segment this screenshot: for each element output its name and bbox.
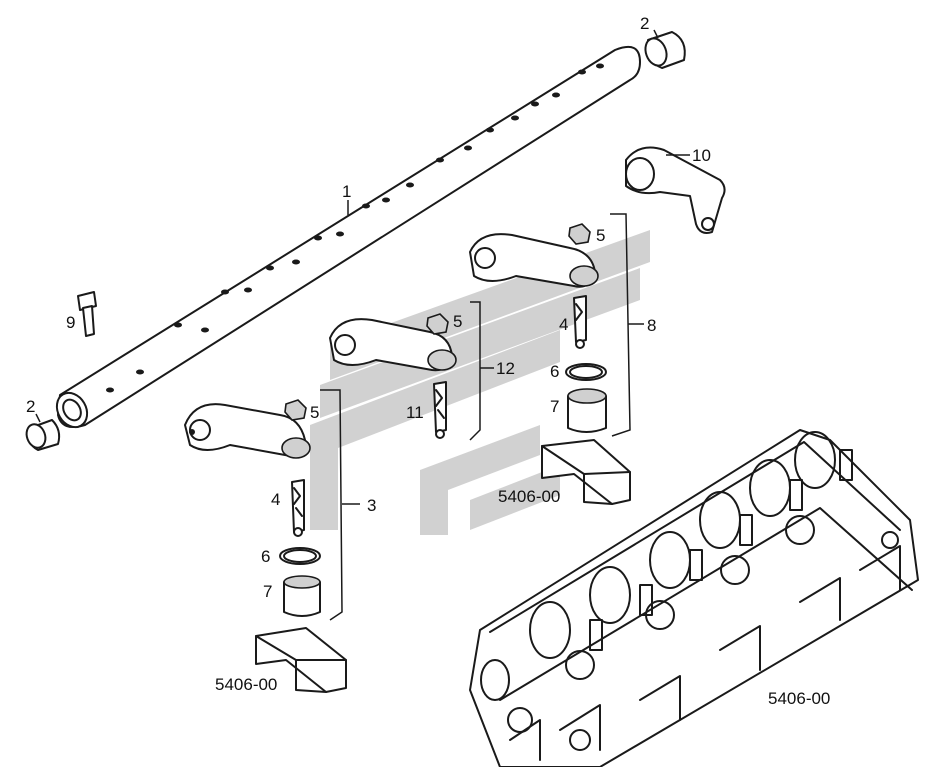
rocker-arm-right <box>469 233 599 288</box>
valve-bridge-right <box>541 439 631 505</box>
rocker-arm-left <box>184 403 311 459</box>
bracket-3 <box>320 389 360 621</box>
pushrod-right <box>573 295 587 349</box>
callout-2-right: 2 <box>640 14 649 33</box>
adjusting-nut-middle <box>426 313 449 335</box>
adjusting-nut-left <box>284 399 307 421</box>
callout-1: 1 <box>342 182 351 201</box>
rocker-shaft <box>55 46 641 429</box>
adjusting-nut-right <box>568 223 591 245</box>
callout-5-left: 5 <box>310 403 319 422</box>
pushrod-middle <box>433 381 447 439</box>
bracket-12 <box>469 301 494 441</box>
reference-code-left: 5406-00 <box>215 675 277 694</box>
callout-8: 8 <box>647 316 656 335</box>
callout-11: 11 <box>406 403 424 422</box>
cylinder-head <box>469 429 919 767</box>
callout-10: 10 <box>692 146 711 165</box>
reference-code-right: 5406-00 <box>768 689 830 708</box>
valve-bridge-left <box>255 627 347 693</box>
tappet-left <box>283 575 321 617</box>
rocker-arm-middle <box>329 318 457 372</box>
callout-3: 3 <box>367 496 376 515</box>
tappet-right <box>567 388 607 433</box>
shaft-plug-right <box>644 29 686 69</box>
shaft-plug-left <box>25 413 61 451</box>
bolt <box>77 291 97 337</box>
callout-4-left: 4 <box>271 490 280 509</box>
callout-7-right: 7 <box>550 397 559 416</box>
reference-code-center: 5406-00 <box>498 487 560 506</box>
callout-4-right: 4 <box>559 315 568 334</box>
callout-5-right: 5 <box>596 226 605 245</box>
circlip-left <box>279 547 321 565</box>
callout-5-middle: 5 <box>453 312 462 331</box>
pushrod-left <box>291 479 305 537</box>
callout-12: 12 <box>496 359 515 378</box>
callout-6-right: 6 <box>550 362 559 381</box>
callout-9: 9 <box>66 313 75 332</box>
callout-6-left: 6 <box>261 547 270 566</box>
callout-7-left: 7 <box>263 582 272 601</box>
callout-2-left: 2 <box>26 397 35 416</box>
support-bracket <box>625 146 726 234</box>
circlip-right <box>565 363 607 381</box>
bracket-8 <box>610 213 644 437</box>
